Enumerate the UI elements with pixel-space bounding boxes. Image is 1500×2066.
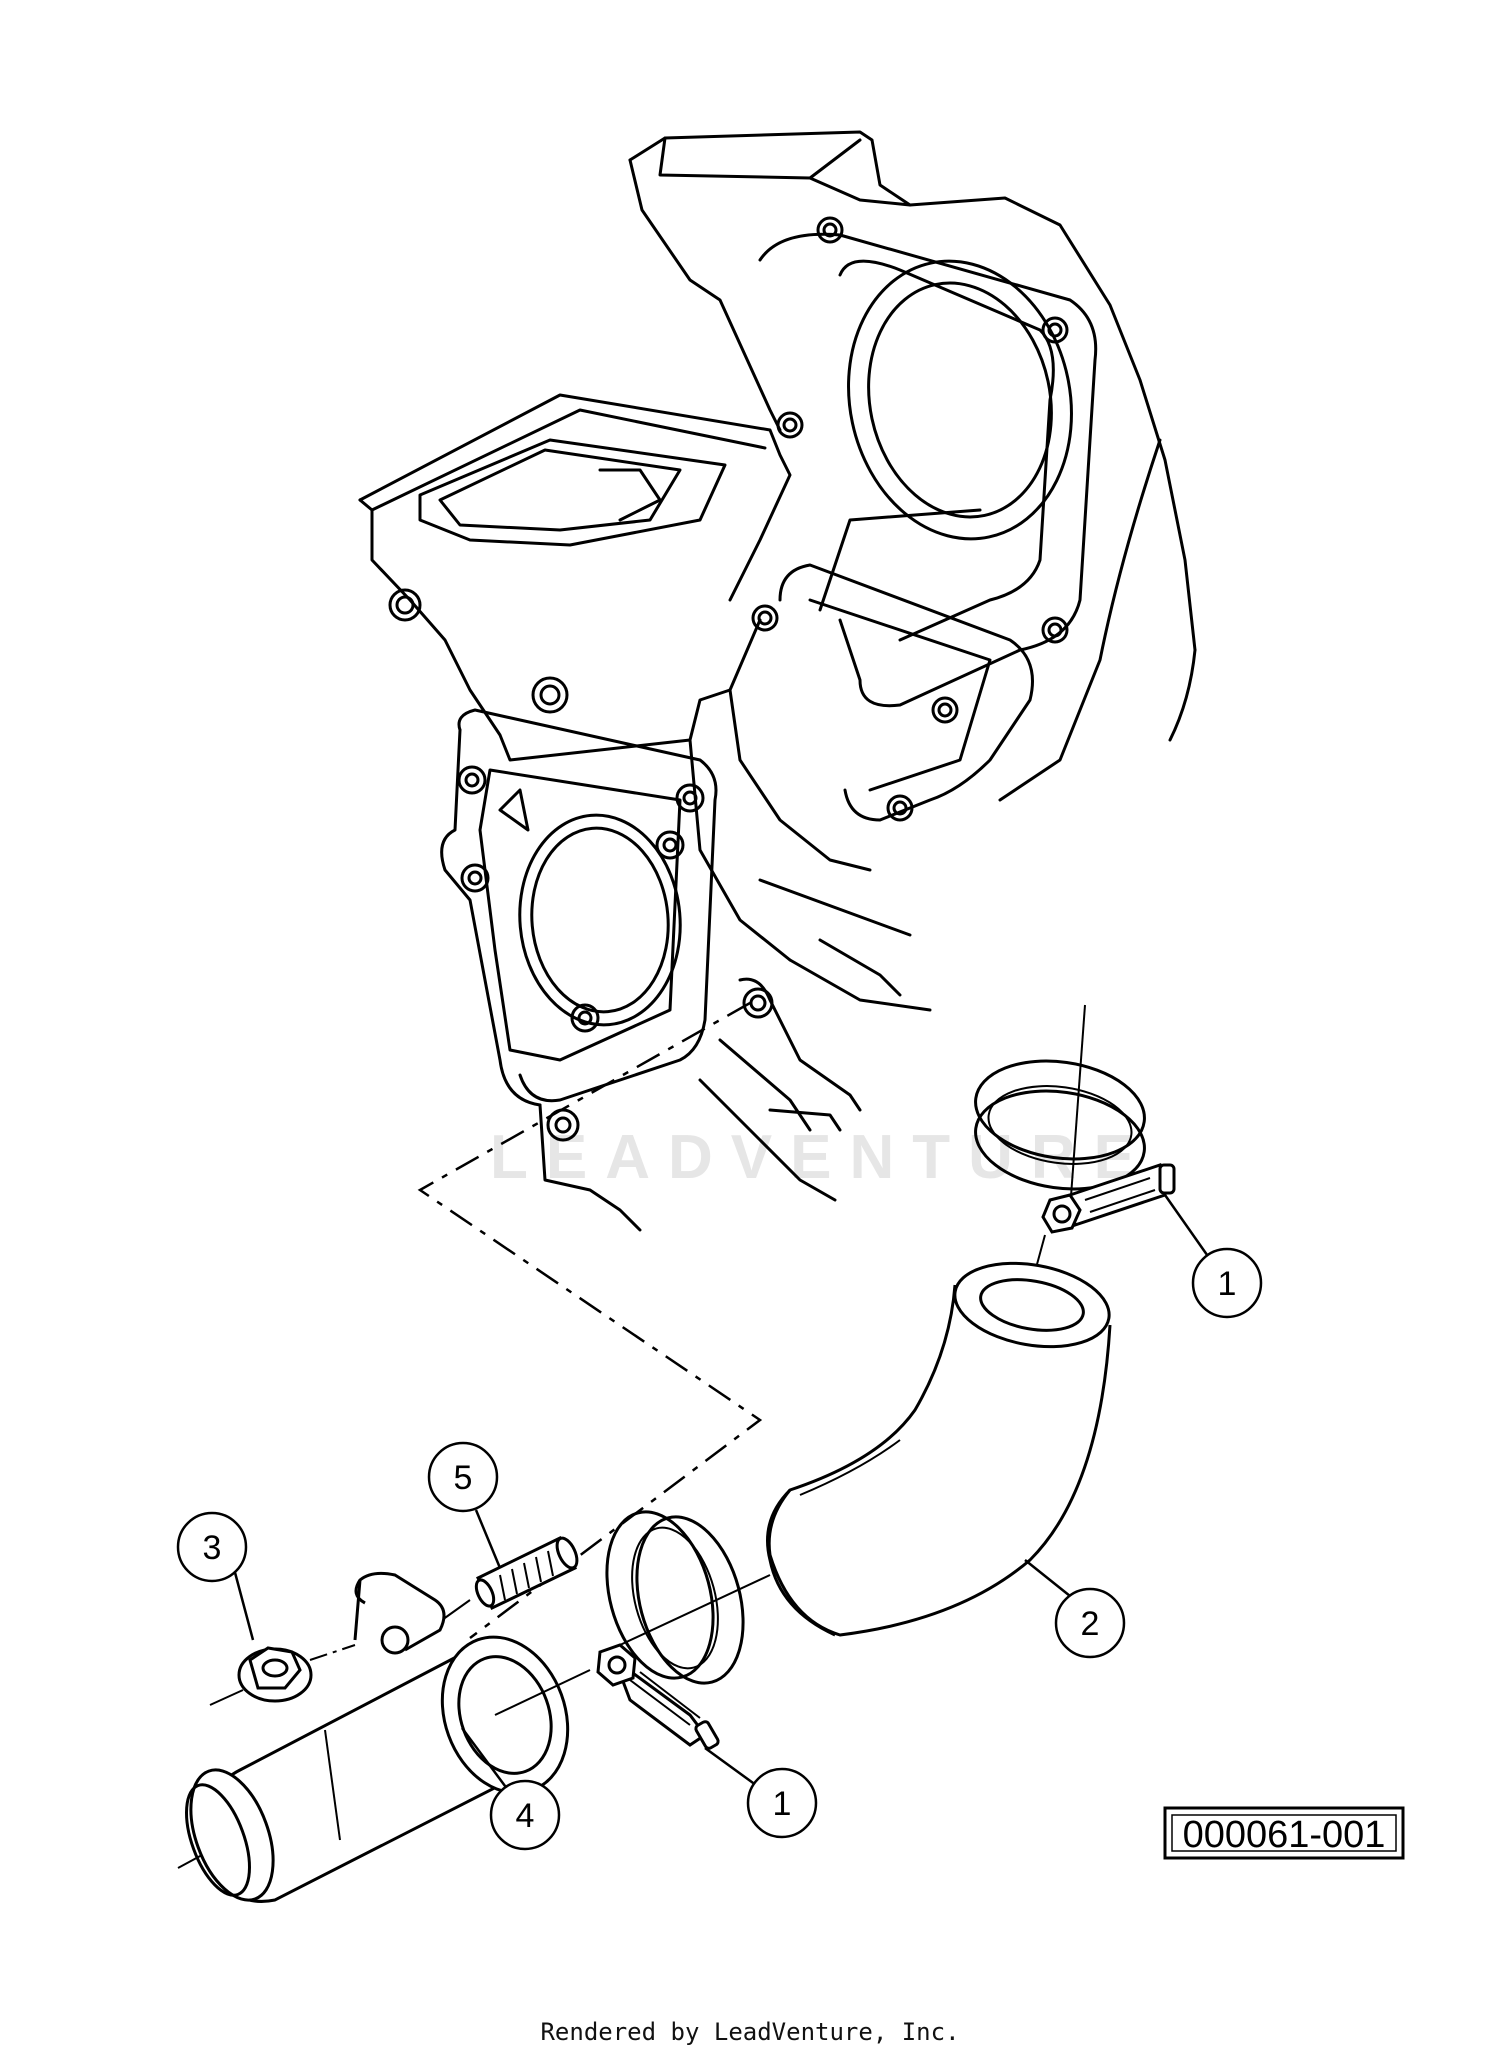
callout-3: 3 — [176, 1511, 248, 1583]
callout-2: 2 — [1054, 1587, 1126, 1659]
engine-housing — [358, 130, 1197, 1232]
hose-clamp-upper — [974, 1004, 1176, 1234]
callout-leaders — [231, 1194, 1214, 1791]
callout-label: 4 — [516, 1797, 535, 1835]
callout-5: 5 — [427, 1441, 499, 1513]
callout-label: 2 — [1081, 1605, 1100, 1643]
coolant-tube — [177, 1571, 591, 1903]
callout-label: 5 — [454, 1459, 473, 1497]
stud — [434, 1536, 579, 1626]
reference-number: 000061-001 — [1183, 1814, 1386, 1856]
callout-label: 3 — [203, 1529, 222, 1567]
callout-4: 4 — [489, 1779, 561, 1851]
reference-number-box: 000061-001 — [1163, 1806, 1405, 1860]
coolant-hose — [766, 1234, 1112, 1637]
callout-label: 1 — [773, 1785, 792, 1823]
footer-credit: Rendered by LeadVenture, Inc. — [540, 2018, 960, 2046]
flange-nut — [209, 1644, 356, 1706]
callout-1-lower: 1 — [746, 1767, 818, 1839]
callout-1-upper: 1 — [1191, 1247, 1263, 1319]
alignment-line — [417, 1001, 763, 1639]
hose-clamp-lower — [596, 1510, 771, 1750]
callout-label: 1 — [1218, 1265, 1237, 1303]
